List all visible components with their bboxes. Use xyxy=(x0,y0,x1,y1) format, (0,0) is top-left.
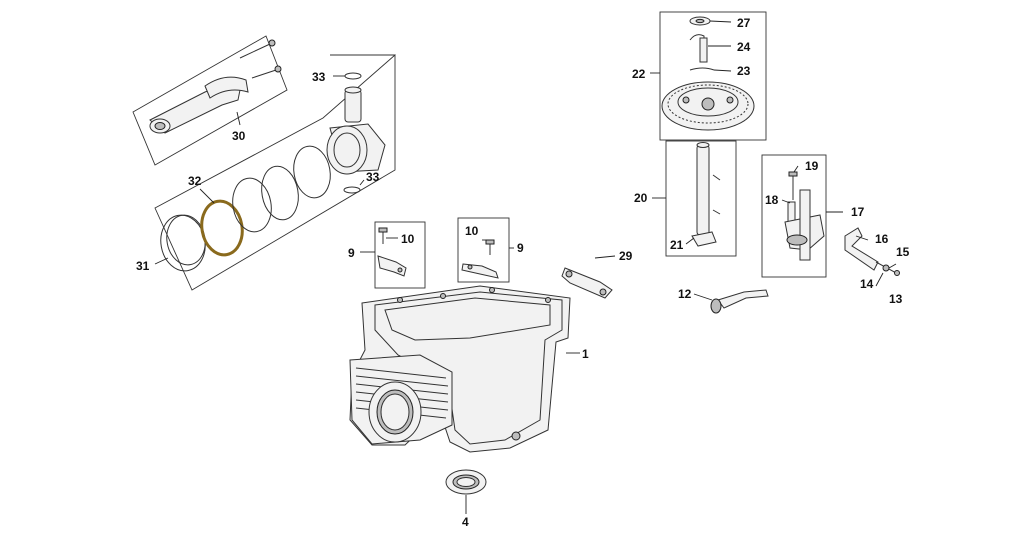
callout-13: 13 xyxy=(889,292,903,306)
crankcase-part xyxy=(349,285,571,453)
oil-seal-part xyxy=(445,469,487,495)
piston-rings-group-box xyxy=(154,54,396,291)
connecting-rod-part xyxy=(149,39,282,134)
callout-32: 32 xyxy=(188,174,202,188)
leader-lines xyxy=(154,20,897,514)
breather-tube-part xyxy=(710,289,769,314)
callout-27: 27 xyxy=(737,16,751,30)
connecting-rod-group-box xyxy=(132,35,288,166)
callout-22: 22 xyxy=(632,67,646,81)
camshaft-gear-part xyxy=(661,16,755,131)
callout-10-right: 10 xyxy=(465,224,479,238)
callout-17: 17 xyxy=(851,205,865,219)
governor-group-box xyxy=(761,154,827,278)
shaft-group-box xyxy=(665,140,737,257)
callout-20: 20 xyxy=(634,191,648,205)
callout-29: 29 xyxy=(619,249,633,263)
bracket-right-part xyxy=(461,239,499,279)
camshaft-gear-group-box xyxy=(659,11,767,141)
callout-33-top: 33 xyxy=(312,70,326,84)
callout-23: 23 xyxy=(737,64,751,78)
callout-16: 16 xyxy=(875,232,889,246)
callout-9-right: 9 xyxy=(517,241,524,255)
callout-33-bottom: 33 xyxy=(366,170,380,184)
callout-21: 21 xyxy=(670,238,684,252)
callout-1: 1 xyxy=(582,347,589,361)
callout-19: 19 xyxy=(805,159,819,173)
piston-part xyxy=(326,72,386,194)
callout-24: 24 xyxy=(737,40,751,54)
link-rod-part xyxy=(561,267,613,299)
bolt-bracket-box-left xyxy=(374,221,426,289)
callout-14: 14 xyxy=(860,277,874,291)
callout-18: 18 xyxy=(765,193,779,207)
callout-4: 4 xyxy=(462,515,469,529)
governor-lever-part xyxy=(844,227,900,276)
callout-31: 31 xyxy=(136,259,150,273)
shaft-part xyxy=(691,142,721,247)
callout-30: 30 xyxy=(232,129,246,143)
piston-rings-part xyxy=(160,145,331,272)
callout-15: 15 xyxy=(896,245,910,259)
bracket-left-part xyxy=(377,227,407,277)
bolt-bracket-box-right xyxy=(457,217,510,283)
callout-12: 12 xyxy=(678,287,692,301)
callout-9-left: 9 xyxy=(348,246,355,260)
callout-10-left: 10 xyxy=(401,232,415,246)
governor-part xyxy=(784,171,825,261)
